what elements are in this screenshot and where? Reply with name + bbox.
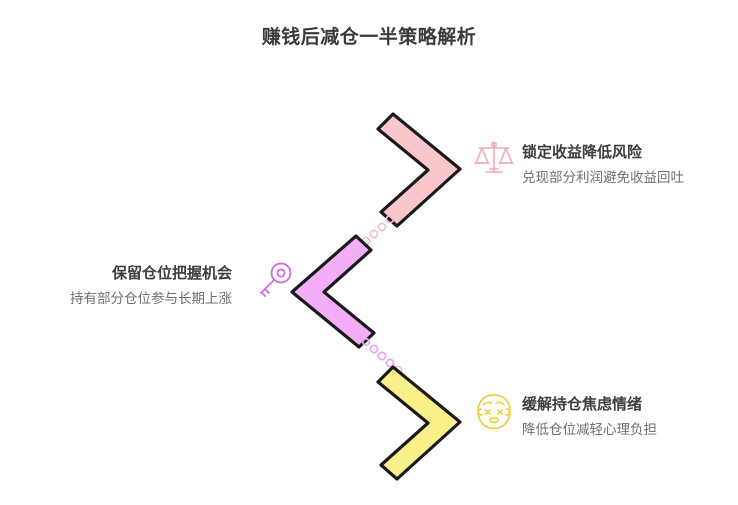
chevron-keep-position[interactable]: [290, 234, 376, 349]
page-title: 赚钱后减仓一半策略解析: [261, 27, 477, 48]
heading-keep-position: 保留仓位把握机会: [111, 265, 232, 282]
subtitle-keep-position: 持有部分仓位参与长期上涨: [70, 291, 232, 306]
chevron-lock-profit[interactable]: [376, 112, 462, 228]
heading-ease-anxiety: 缓解持仓焦虑情绪: [522, 396, 643, 413]
chevron-shape-bottom: [376, 365, 462, 481]
text-block-keep-position: 保留仓位把握机会 持有部分仓位参与长期上涨: [10, 263, 232, 310]
subtitle-ease-anxiety: 降低仓位减轻心理负担: [522, 422, 657, 437]
chevron-shape-top: [376, 112, 462, 228]
chevron-shape-middle: [290, 234, 376, 349]
heading-lock-profit: 锁定收益降低风险: [522, 144, 643, 161]
subtitle-lock-profit: 兑现部分利润避免收益回吐: [522, 170, 684, 185]
text-block-lock-profit: 锁定收益降低风险 兑现部分利润避免收益回吐: [522, 142, 684, 189]
chevron-ease-anxiety[interactable]: [376, 365, 462, 481]
anxious-face-icon: [472, 390, 516, 434]
text-block-ease-anxiety: 缓解持仓焦虑情绪 降低仓位减轻心理负担: [522, 394, 657, 441]
key-icon: [254, 258, 298, 302]
scales-icon: [472, 136, 516, 180]
